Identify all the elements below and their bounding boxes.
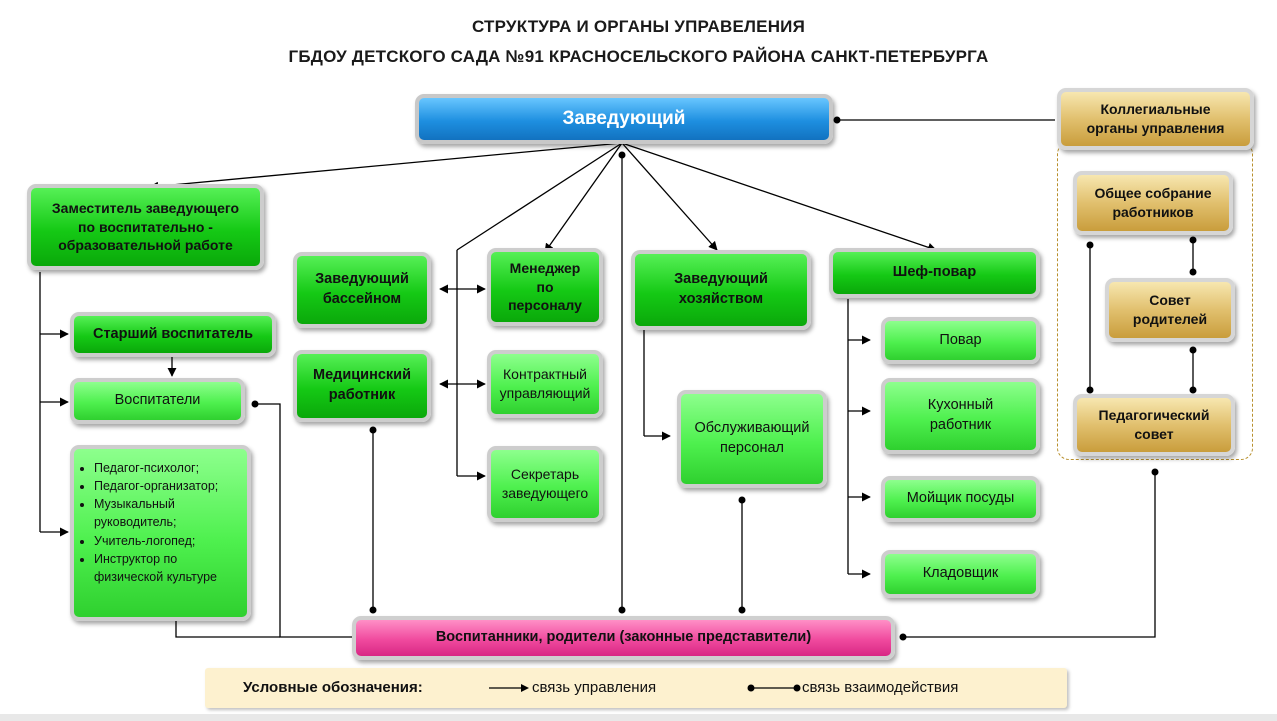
node-facilities-head[interactable]: Заведующий хозяйством	[631, 250, 811, 330]
legend-dot-line-icon	[747, 684, 801, 692]
list-item: Музыкальный руководитель;	[94, 495, 243, 531]
page-title-line1: СТРУКТУРА И ОРГАНЫ УПРАВЕЛЕНИЯ	[471, 17, 806, 36]
legend-interaction-link: связь взаимодействия	[802, 679, 959, 696]
node-general-meeting[interactable]: Общее собрание работников	[1073, 171, 1233, 235]
node-cook[interactable]: Повар	[881, 317, 1040, 364]
node-pupils-parents[interactable]: Воспитанники, родители (законные предста…	[352, 616, 895, 660]
node-hr-manager[interactable]: Менеджер по персоналу	[487, 248, 603, 326]
legend-arrow-icon	[489, 684, 529, 692]
legend-label: Условные обозначения:	[243, 679, 423, 696]
legend: Условные обозначения: связь управления с…	[205, 668, 1067, 708]
node-teachers[interactable]: Воспитатели	[70, 378, 245, 424]
node-collegial-bodies[interactable]: Коллегиальные органы управления	[1057, 88, 1254, 150]
node-pool-head[interactable]: Заведующий бассейном	[293, 252, 431, 328]
node-contract-manager[interactable]: Контрактный управляющий	[487, 350, 603, 418]
node-head[interactable]: Заведующий	[415, 94, 833, 144]
node-specialists[interactable]: Педагог-психолог; Педагог-организатор; М…	[70, 445, 251, 621]
node-storekeeper[interactable]: Кладовщик	[881, 550, 1040, 598]
node-senior-teacher[interactable]: Старший воспитатель	[70, 312, 276, 357]
node-dishwasher[interactable]: Мойщик посуды	[881, 476, 1040, 522]
node-kitchen-worker[interactable]: Кухонный работник	[881, 378, 1040, 454]
node-deputy-head[interactable]: Заместитель заведующего по воспитательно…	[27, 184, 264, 270]
node-service-staff[interactable]: Обслуживающий персонал	[677, 390, 827, 488]
list-item: Педагог-организатор;	[94, 477, 243, 495]
specialists-list: Педагог-психолог; Педагог-организатор; М…	[74, 459, 247, 586]
list-item: Учитель-логопед;	[94, 532, 243, 550]
node-medic[interactable]: Медицинский работник	[293, 350, 431, 422]
footer-bar	[0, 714, 1277, 721]
node-parents-council[interactable]: Совет родителей	[1105, 278, 1235, 342]
legend-control-link: связь управления	[532, 679, 657, 696]
list-item: Инструктор по физической культуре	[94, 550, 243, 586]
node-secretary[interactable]: Секретарь заведующего	[487, 446, 603, 522]
node-chef[interactable]: Шеф-повар	[829, 248, 1040, 298]
node-pedagogical-council[interactable]: Педагогический совет	[1073, 394, 1235, 456]
page-title-line2: ГБДОУ ДЕТСКОГО САДА №91 КРАСНОСЕЛЬСКОГО …	[288, 47, 989, 66]
list-item: Педагог-психолог;	[94, 459, 243, 477]
